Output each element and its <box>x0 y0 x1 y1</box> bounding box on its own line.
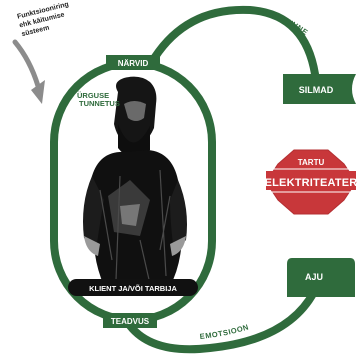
annotation-text: Funktsiooniring ehk käitumise süsteem <box>17 1 76 39</box>
narvid-label: NÄRVID <box>118 59 149 68</box>
client-label-pill: KLIENT JA/VÕI TARBIJA <box>68 279 198 296</box>
logo-top-text: TARTU <box>298 158 325 167</box>
teadvus-node: TEADVUS <box>103 313 157 328</box>
elektriteater-logo-icon: TARTU ELEKTRITEATER <box>265 149 358 215</box>
aju-label: AJU <box>305 272 323 282</box>
emotsioon-label: EMOTSIOON <box>199 322 250 341</box>
connector-narvid-silmad <box>151 5 319 78</box>
silmad-label: SILMAD <box>299 85 334 95</box>
person-sketch-icon <box>83 76 187 286</box>
narvid-node: NÄRVID <box>106 55 160 70</box>
client-label: KLIENT JA/VÕI TARBIJA <box>89 284 177 293</box>
aju-node: AJU <box>287 258 355 297</box>
intensiivne-label: INTENSIIVNE <box>258 7 310 37</box>
teadvus-label: TEADVUS <box>111 317 150 326</box>
urguse-tunnetus-line1: ÜRGUSE <box>77 91 109 100</box>
silmad-node: SILMAD <box>283 74 356 104</box>
down-arrow-icon <box>12 39 45 104</box>
connector-teadvus-aju <box>124 288 318 354</box>
logo-main-text: ELEKTRITEATER <box>265 177 358 189</box>
urguse-tunnetus-line2: TUNNETUS <box>79 99 120 108</box>
